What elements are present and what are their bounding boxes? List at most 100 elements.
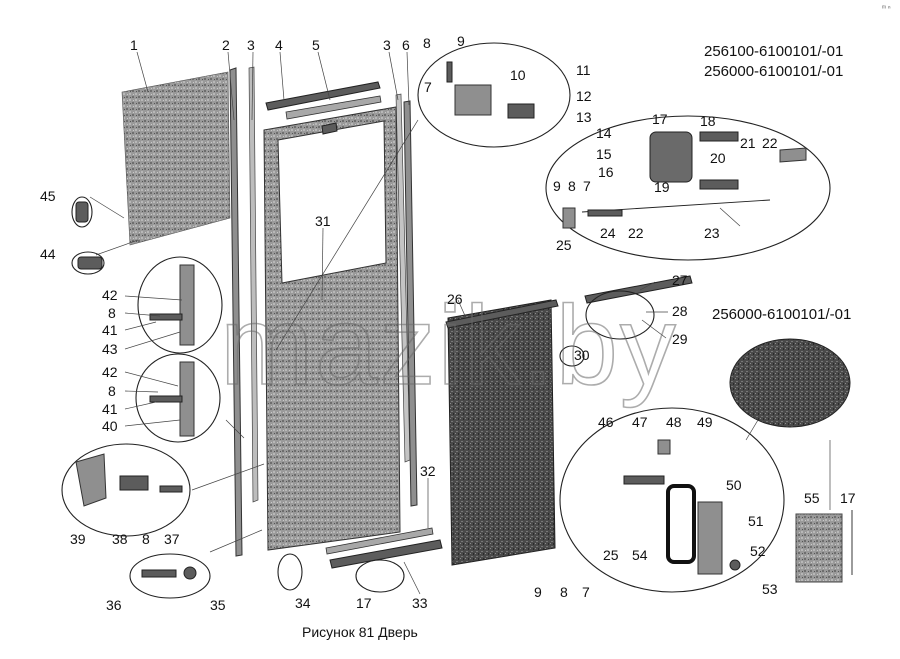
rod-47 xyxy=(623,475,665,485)
panel-55 xyxy=(795,513,843,583)
callout-24: 24 xyxy=(600,225,616,241)
callout-51: 51 xyxy=(748,513,764,529)
rod-18 xyxy=(699,131,739,142)
callout-48: 48 xyxy=(666,414,682,430)
rod-36 xyxy=(141,569,177,578)
strip-3-left xyxy=(248,66,259,503)
rail-27 xyxy=(584,275,693,304)
callout-27: 27 xyxy=(672,272,688,288)
callout-7a: 7 xyxy=(424,79,432,95)
latch-25a xyxy=(562,207,576,229)
watermark: mazik.by xyxy=(220,283,678,408)
callout-29: 29 xyxy=(672,331,688,347)
door-window xyxy=(277,120,387,284)
figure-caption: Рисунок 81 Дверь xyxy=(302,624,418,640)
callout-13: 13 xyxy=(576,109,592,125)
pin-9 xyxy=(446,61,453,83)
callout-33: 33 xyxy=(412,595,428,611)
callout-8c: 8 xyxy=(108,305,116,321)
door-inner-panel xyxy=(447,299,556,566)
bolt-41b xyxy=(149,395,183,403)
bar-33 xyxy=(329,539,443,569)
callout-8f: 8 xyxy=(560,584,568,600)
code-top-1: 256100-6100101/-01 xyxy=(704,43,843,60)
cover-disc xyxy=(729,338,851,428)
callout-53: 53 xyxy=(762,581,778,597)
callout-30: 30 xyxy=(574,347,590,363)
pin-37 xyxy=(159,485,183,493)
callout-7c: 7 xyxy=(582,584,590,600)
callout-22b: 22 xyxy=(628,225,644,241)
callout-12: 12 xyxy=(576,88,592,104)
callout-26: 26 xyxy=(447,291,463,307)
oval-lower-hinge xyxy=(135,353,221,443)
callout-9a: 9 xyxy=(457,33,465,49)
callout-1: 1 xyxy=(130,37,138,53)
callout-9b: 9 xyxy=(553,178,561,194)
callout-39: 39 xyxy=(70,531,86,547)
callout-9c: 9 xyxy=(534,584,542,600)
callout-14: 14 xyxy=(596,125,612,141)
seal-26 xyxy=(445,299,559,329)
callout-38: 38 xyxy=(112,531,128,547)
callout-5: 5 xyxy=(312,37,320,53)
handle-16 xyxy=(649,131,693,183)
callout-42a: 42 xyxy=(102,287,118,303)
hinge-plate-43 xyxy=(179,264,195,346)
callout-6: 6 xyxy=(402,37,410,53)
callout-23: 23 xyxy=(704,225,720,241)
handle-frame-50 xyxy=(666,484,696,564)
callout-4: 4 xyxy=(275,37,283,53)
oval-top-hinge xyxy=(417,42,571,148)
oval-lock xyxy=(545,115,831,261)
callout-20: 20 xyxy=(710,150,726,166)
callout-37: 37 xyxy=(164,531,180,547)
bolt-41a xyxy=(149,313,183,321)
callout-49: 49 xyxy=(697,414,713,430)
callout-32: 32 xyxy=(420,463,436,479)
callout-17b: 17 xyxy=(356,595,372,611)
callout-2: 2 xyxy=(222,37,230,53)
washer-35 xyxy=(183,566,197,580)
callout-52: 52 xyxy=(750,543,766,559)
hinge-bracket-11 xyxy=(507,103,535,119)
callout-8d: 8 xyxy=(108,383,116,399)
oval-44 xyxy=(71,251,105,275)
callout-25b: 25 xyxy=(603,547,619,563)
oval-34 xyxy=(277,553,303,591)
callouts: 1 2 3 4 5 3 6 8 9 7 10 11 12 13 14 17 18… xyxy=(40,33,856,613)
washer-52 xyxy=(729,559,741,571)
callout-8a: 8 xyxy=(423,35,431,51)
callout-7b: 7 xyxy=(583,178,591,194)
strip-6 xyxy=(403,100,418,507)
hinge-39 xyxy=(75,453,107,507)
callout-41b: 41 xyxy=(102,401,118,417)
part-45 xyxy=(75,201,89,223)
code-mid: 256000-6100101/-01 xyxy=(712,306,851,323)
panel-1 xyxy=(121,71,231,246)
callout-8b: 8 xyxy=(568,178,576,194)
bar-5 xyxy=(285,95,382,120)
callout-42b: 42 xyxy=(102,364,118,380)
callout-45: 45 xyxy=(40,188,56,204)
oval-upper-hinge xyxy=(137,256,223,354)
rod-19 xyxy=(699,179,739,190)
callout-34: 34 xyxy=(295,595,311,611)
bolt-24 xyxy=(587,209,623,217)
strip-2 xyxy=(229,67,243,557)
oval-28-29 xyxy=(585,290,655,340)
callout-18: 18 xyxy=(700,113,716,129)
hinge-38 xyxy=(119,475,149,491)
callout-19: 19 xyxy=(654,179,670,195)
callout-16: 16 xyxy=(598,164,614,180)
hinge-10 xyxy=(454,84,492,116)
callout-40: 40 xyxy=(102,418,118,434)
oval-45 xyxy=(71,196,93,228)
part-44 xyxy=(77,256,103,270)
callout-35: 35 xyxy=(210,597,226,613)
latch-22 xyxy=(779,147,807,163)
oval-17-bottom xyxy=(355,559,405,593)
callout-3a: 3 xyxy=(247,37,255,53)
